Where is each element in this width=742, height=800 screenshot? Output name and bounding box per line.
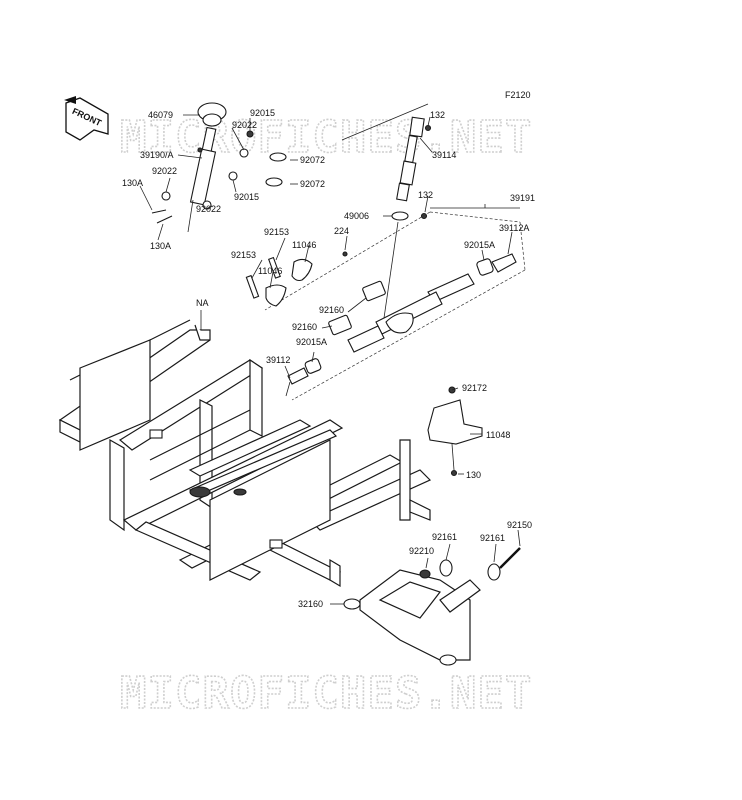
label-39112A: 39112A [499,223,529,233]
label-39191: 39191 [510,193,535,203]
front-arrow-icon: FRONT [64,96,109,141]
label-92015-b: 92015 [234,192,259,202]
label-130A-a: 130A [122,178,143,188]
label-39190A: 39190/A [140,150,174,160]
label-92150: 92150 [507,520,532,530]
label-11048: 11048 [486,430,510,440]
steering-damper [151,102,287,233]
label-92015A-a: 92015A [464,240,495,250]
label-130A-b: 130A [150,241,171,251]
label-11046-a: 11046 [292,240,316,250]
label-46079: 46079 [148,110,173,120]
label-39114: 39114 [432,150,456,160]
steering-rack [245,251,517,397]
label-224: 224 [334,226,349,236]
label-132-b: 132 [418,190,433,200]
label-92022-b: 92022 [152,166,177,176]
label-92015A-b: 92015A [296,337,327,347]
label-92015-a: 92015 [250,108,275,118]
steering-shaft [341,103,432,221]
part-labels: 46079 92015 92022 39190/A 92072 92022 13… [122,108,535,609]
label-92153-b: 92153 [231,250,256,260]
watermark-bottom: MICROFICHES.NET [120,668,532,719]
vehicle-frame [58,319,432,588]
na-label: NA [196,298,209,308]
figure-code: F2120 [505,90,531,100]
label-92210: 92210 [409,546,434,556]
label-92072-a: 92072 [300,155,325,165]
label-92072-b: 92072 [300,179,325,189]
label-92022-a: 92022 [232,120,257,130]
label-92161-b: 92161 [480,533,505,543]
label-32160: 32160 [298,599,323,609]
label-92153-a: 92153 [264,227,289,237]
label-11046-b: 11046 [258,266,282,276]
bracket-11048 [427,386,483,477]
label-92160-b: 92160 [292,322,317,332]
label-132-a: 132 [430,110,445,120]
label-92161-a: 92161 [432,532,457,542]
watermark-top: MICROFICHES.NET [120,112,532,163]
label-39112: 39112 [266,355,290,365]
label-49006: 49006 [344,211,369,221]
label-130: 130 [466,470,481,480]
label-92160-a: 92160 [319,305,344,315]
lower-arm [343,547,521,666]
label-92022-c: 92022 [196,204,221,214]
label-92172: 92172 [462,383,487,393]
